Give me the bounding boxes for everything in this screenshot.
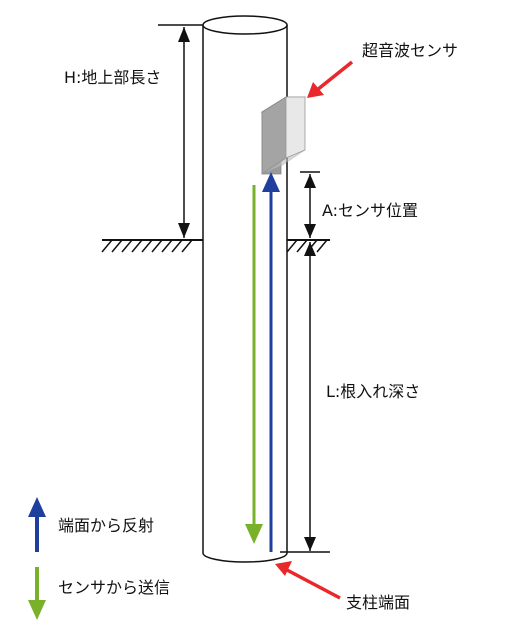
legend-transmitted-arrow [28, 567, 46, 620]
embedment-depth-label: L:根入れ深さ [326, 382, 421, 401]
reflected-wave-arrow [262, 172, 280, 552]
legend-reflected-label: 端面から反射 [58, 516, 155, 535]
l-dimension [280, 242, 330, 553]
end-face-pointer-arrow [275, 561, 341, 600]
legend-transmitted-label: センサから送信 [58, 578, 171, 597]
pole [202, 15, 288, 563]
ultrasonic-sensor-label: 超音波センサ [362, 41, 459, 60]
legend-reflected-arrow [28, 497, 46, 552]
pole-end-face-label: 支柱端面 [346, 593, 411, 612]
h-dimension [158, 24, 203, 238]
transmitted-wave-arrow [245, 185, 263, 544]
a-dimension [300, 171, 320, 238]
height-above-ground-label: H:地上部長さ [64, 68, 162, 87]
sensor-pointer-arrow [307, 60, 354, 98]
ultrasonic-sensor-box [260, 96, 307, 175]
sensor-position-label: A:センサ位置 [322, 201, 419, 220]
